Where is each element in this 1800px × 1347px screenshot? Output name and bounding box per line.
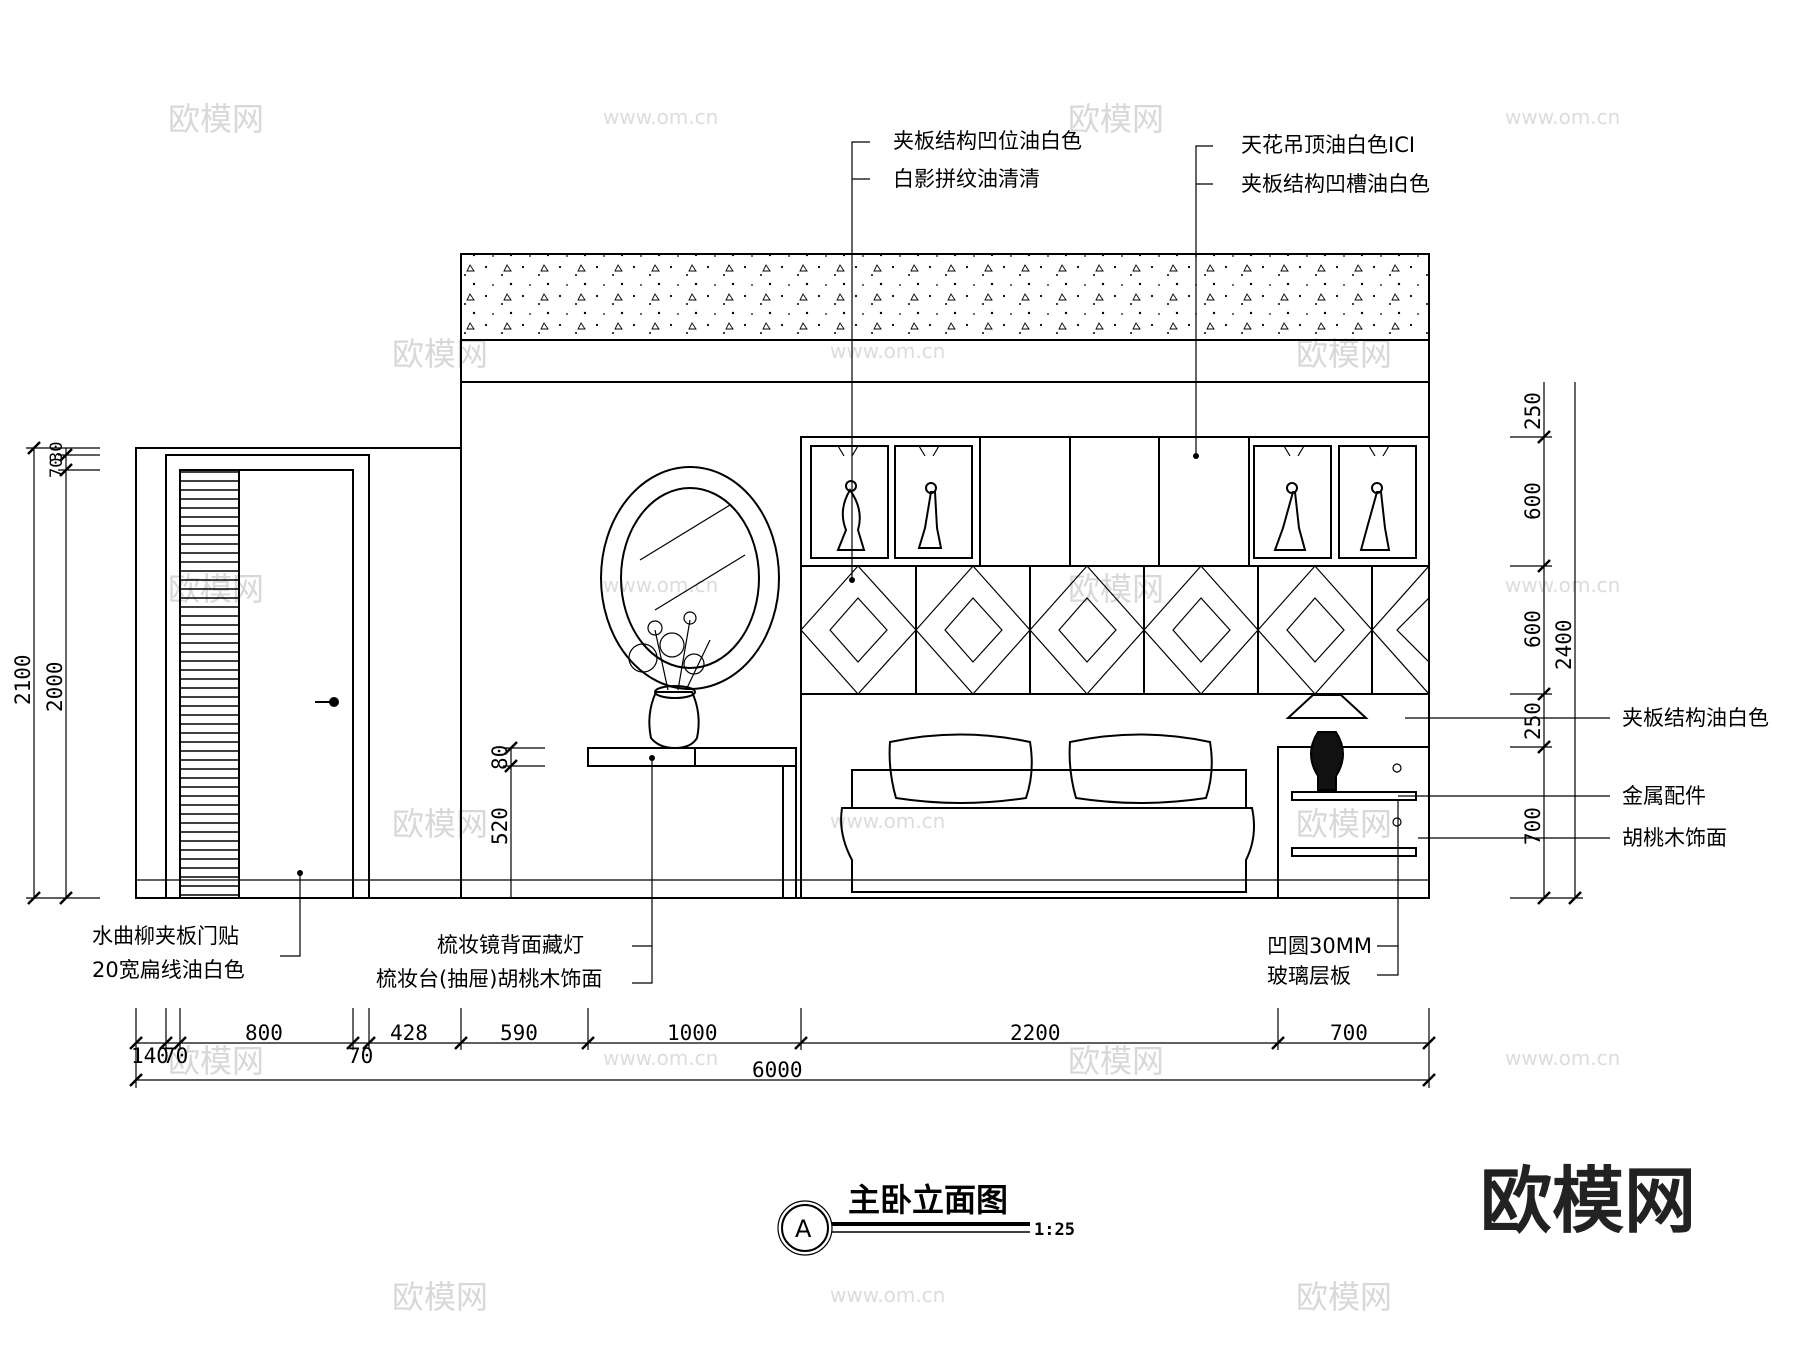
dim-140: 140 (131, 1044, 169, 1068)
nightstand (1277, 694, 1430, 899)
callout-plywood-groove: 夹板结构凹槽油白色 (1241, 172, 1430, 196)
lamp-base (1310, 731, 1344, 791)
watermark-cn: 欧模网 (392, 1278, 488, 1316)
watermark-cn: 欧模网 (1296, 335, 1392, 373)
callout-walnut-veneer: 胡桃木饰面 (1622, 826, 1727, 850)
callout-recess-30mm: 凹圆30MM (1267, 934, 1372, 958)
dim-800: 800 (245, 1021, 283, 1045)
watermark-cn: 欧模网 (1068, 570, 1164, 608)
flower-vase (628, 611, 711, 750)
watermark-cn: 欧模网 (392, 805, 488, 843)
dim-428: 428 (390, 1021, 428, 1045)
watermark-cn: 欧模网 (1068, 1042, 1164, 1080)
left-dimensions (26, 441, 100, 905)
glass-shelf (1291, 791, 1417, 801)
watermark-cn: 欧模网 (168, 1042, 264, 1080)
callout-ceiling-paint: 天花吊顶油白色ICI (1241, 133, 1415, 157)
bed (840, 733, 1255, 893)
watermark-url: www.om.cn (830, 809, 945, 833)
dim-700: 700 (1330, 1021, 1368, 1045)
title-block (777, 1200, 1030, 1256)
dim-30: 30 (47, 442, 67, 462)
glass-shelf (1291, 847, 1417, 857)
callout-door-veneer: 水曲柳夹板门贴 (92, 924, 239, 948)
brand-logo: 欧模网 (1480, 1159, 1696, 1243)
watermark-cn: 欧模网 (392, 335, 488, 373)
callout-glass-shelf: 玻璃层板 (1267, 964, 1351, 988)
dim-250-top: 250 (1521, 392, 1545, 430)
dim-250-mid: 250 (1521, 702, 1545, 740)
watermark-url: www.om.cn (830, 1283, 945, 1307)
watermark-url: www.om.cn (1505, 1046, 1620, 1070)
dim-70b: 70 (348, 1044, 373, 1068)
callout-flat-trim: 20宽扁线油白色 (92, 958, 245, 982)
watermark-url: www.om.cn (1505, 573, 1620, 597)
right-dimensions (1510, 382, 1583, 905)
door (135, 447, 462, 899)
vanity-dimensions (503, 741, 545, 898)
callout-mirror-light: 梳妆镜背面藏灯 (437, 933, 584, 957)
section-mark: A (795, 1215, 812, 1243)
callout-plywood-recess: 夹板结构凹位油白色 (893, 129, 1082, 153)
section-mark-circle (781, 1204, 829, 1252)
dim-520: 520 (488, 807, 512, 845)
watermark-cn: 欧模网 (168, 100, 264, 138)
bottom-dimensions (129, 1008, 1436, 1088)
watermark-cn: 欧模网 (1296, 805, 1392, 843)
dim-2100: 2100 (11, 654, 35, 705)
dim-2000: 2000 (43, 661, 67, 712)
dim-600-top: 600 (1521, 482, 1545, 520)
dim-6000: 6000 (752, 1058, 803, 1082)
dim-600-mid: 600 (1521, 610, 1545, 648)
dim-2200: 2200 (1010, 1021, 1061, 1045)
drawing-scale: 1:25 (1034, 1220, 1075, 1240)
callout-metal-fitting: 金属配件 (1622, 784, 1706, 808)
watermark-url: www.om.cn (603, 1046, 718, 1070)
watermark-url: www.om.cn (1505, 105, 1620, 129)
dim-2400: 2400 (1552, 619, 1576, 670)
dim-700-right: 700 (1521, 807, 1545, 845)
callout-plywood-white: 夹板结构油白色 (1622, 706, 1769, 730)
watermark-url: www.om.cn (830, 339, 945, 363)
watermark-cn: 欧模网 (1296, 1278, 1392, 1316)
headboard-cabinet (800, 436, 1430, 899)
dim-70: 70 (47, 458, 67, 478)
vanity-table (587, 747, 797, 898)
callout-white-veneer: 白影拼纹油清清 (893, 167, 1040, 191)
dim-590: 590 (500, 1021, 538, 1045)
drawing-title: 主卧立面图 (848, 1181, 1008, 1219)
watermark-url: www.om.cn (603, 105, 718, 129)
leader-lines (280, 141, 1610, 984)
dim-80: 80 (488, 745, 512, 770)
dim-1000: 1000 (667, 1021, 718, 1045)
lamp-shade (1285, 694, 1369, 719)
dim-70a: 70 (163, 1044, 188, 1068)
callout-vanity-walnut: 梳妆台(抽屉)胡桃木饰面 (376, 967, 602, 991)
watermark-cn: 欧模网 (1068, 100, 1164, 138)
ceiling-band (460, 253, 1430, 383)
